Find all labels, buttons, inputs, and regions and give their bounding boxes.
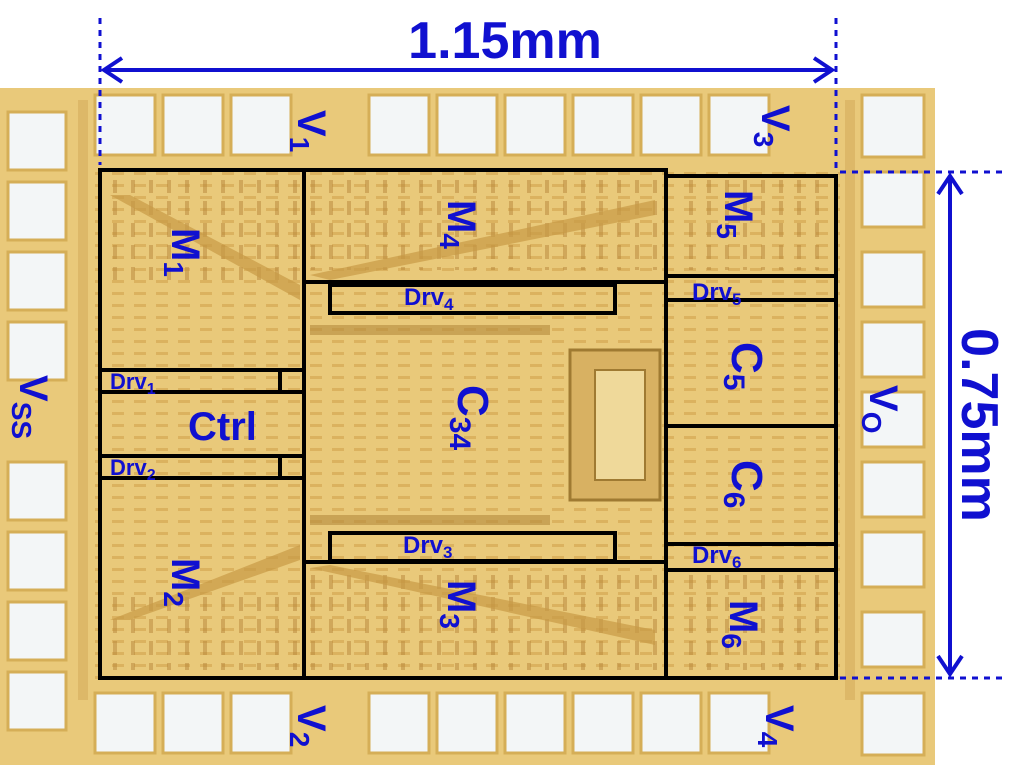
top-pad-row [93, 93, 926, 159]
block-label-drv1: Drv1 [110, 369, 156, 398]
m1-texture [105, 180, 300, 280]
pin-label-v3: V3 [748, 105, 797, 147]
block-label-drv4: Drv4 [404, 284, 454, 314]
height-arrow-top-head [936, 172, 964, 196]
block-label-m5: M5 [711, 190, 760, 239]
m5-texture [675, 180, 830, 270]
height-arrow-bottom-head [936, 654, 964, 678]
block-label-drv5: Drv5 [692, 279, 742, 309]
bond-pad [860, 320, 926, 379]
bond-pad [503, 93, 567, 157]
bond-pad [860, 250, 926, 309]
right-pad-column [860, 170, 926, 669]
m6-texture [675, 575, 830, 670]
outline-drv4 [328, 283, 617, 315]
m1-trace [110, 195, 300, 300]
bond-pad [860, 460, 926, 519]
bond-pad [93, 93, 157, 157]
block-label-m6: M6 [716, 600, 765, 649]
pin-label-v2: V2 [284, 705, 333, 747]
pin-label-v4: V4 [752, 705, 801, 748]
bond-pad [707, 691, 771, 755]
bond-pad [435, 691, 499, 755]
left-supply-rail [78, 100, 88, 700]
bond-pad [860, 93, 926, 159]
block-outlines [98, 168, 838, 680]
block-label-ctrl: Ctrl [188, 405, 257, 449]
block-label-c6: C6 [717, 460, 771, 508]
bond-pad [860, 530, 926, 589]
bond-pad [93, 691, 157, 755]
bond-pad [229, 691, 293, 755]
bond-pad [6, 110, 68, 172]
pin-label-vo: VO [856, 385, 905, 433]
bond-pad [860, 390, 926, 449]
block-label-m3: M3 [434, 580, 483, 629]
m2-texture [105, 590, 300, 670]
outline-m6 [664, 568, 838, 680]
block-label-c34: C34 [443, 385, 497, 450]
width-dimension-label: 1.15mm [408, 12, 602, 70]
bond-pad [6, 250, 68, 312]
m4-trace [310, 200, 655, 280]
pin-label-vss: VSS [6, 375, 55, 439]
bond-pad [6, 530, 68, 592]
pin-label-v1: V1 [284, 110, 333, 152]
right-supply-rail [845, 100, 855, 700]
m3-trace [310, 565, 655, 645]
bond-pad [503, 691, 567, 755]
block-label-c5: C5 [717, 342, 771, 390]
bond-pad [6, 600, 68, 662]
bond-pad [161, 691, 225, 755]
width-arrow-right-head [812, 56, 836, 84]
dimension-annotations [98, 18, 1005, 680]
height-dimension-label: 0.75mm [950, 328, 1008, 522]
c34-bus-top [310, 325, 550, 335]
bond-pad [367, 691, 431, 755]
bond-pad [571, 691, 635, 755]
bond-pad [161, 93, 225, 157]
bond-pad [435, 93, 499, 157]
bond-pad [6, 320, 68, 382]
bond-pad [860, 170, 926, 229]
bond-pad [707, 93, 771, 157]
block-label-drv3: Drv3 [403, 532, 453, 562]
c34-plate-inner [594, 369, 646, 481]
bond-pad [367, 93, 431, 157]
block-label-m1: M1 [158, 228, 207, 277]
bond-pad [860, 691, 926, 757]
bond-pad [6, 180, 68, 242]
width-arrow-left-head [100, 56, 124, 84]
bond-pad [639, 691, 703, 755]
block-label-m2: M2 [158, 558, 207, 607]
c34-bus-bottom [310, 515, 550, 525]
bond-pad [639, 93, 703, 157]
block-label-m4: M4 [434, 200, 483, 249]
block-label-drv6: Drv6 [692, 542, 742, 572]
bond-pad [860, 610, 926, 669]
bond-pad [6, 670, 68, 732]
bottom-pad-row [93, 691, 926, 757]
left-pad-column [6, 110, 68, 732]
bond-pad [571, 93, 635, 157]
m2-trace [110, 545, 300, 620]
bond-pad [6, 460, 68, 522]
m4-texture [310, 180, 660, 270]
bond-pad [229, 93, 293, 157]
block-label-drv2: Drv2 [110, 455, 156, 484]
